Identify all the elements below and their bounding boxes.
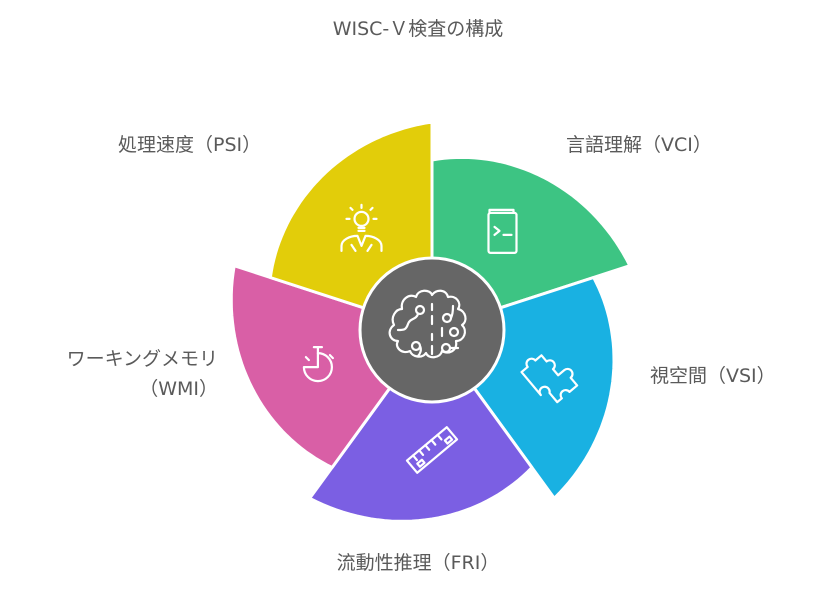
segment-fri bbox=[308, 328, 534, 523]
label-wmi: ワーキングメモリ （WMI） bbox=[67, 344, 218, 404]
label-wmi-line1: ワーキングメモリ bbox=[66, 348, 218, 370]
label-vci: 言語理解（VCI） bbox=[566, 134, 712, 156]
stopwatch-icon bbox=[302, 346, 334, 383]
label-fri: 流動性推理（FRI） bbox=[336, 552, 500, 574]
lightbulb-person-icon bbox=[340, 203, 383, 252]
ruler-icon bbox=[405, 426, 459, 474]
label-vsi: 視空間（VSI） bbox=[650, 365, 776, 387]
label-wmi-line2: （WMI） bbox=[139, 378, 218, 400]
center-circle bbox=[358, 256, 506, 404]
label-psi: 処理速度（PSI） bbox=[118, 134, 262, 156]
diagram-title: WISC-Ｖ検査の構成 bbox=[332, 18, 504, 40]
brain-icon bbox=[388, 289, 467, 359]
puzzle-piece-icon bbox=[520, 354, 579, 404]
terminal-book-icon bbox=[487, 208, 518, 254]
